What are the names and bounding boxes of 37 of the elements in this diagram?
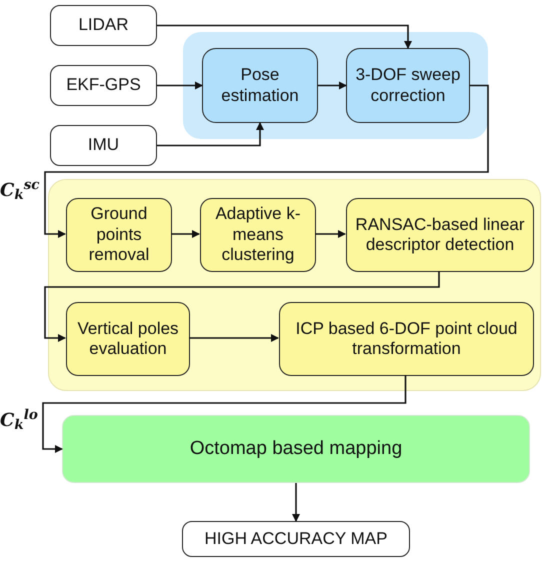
node-label: EKF-GPS [65, 75, 142, 96]
arrow [315, 230, 346, 238]
process-box [279, 302, 534, 376]
node-label: Adaptive k-means clustering [214, 204, 302, 266]
process-box [202, 48, 318, 123]
process-box [346, 198, 534, 272]
process-box [200, 198, 316, 272]
arrow [44, 84, 489, 238]
input-box [50, 125, 157, 166]
node-label: 3-DOF sweep correction [354, 65, 462, 106]
node-label: ICP based 6-DOF point cloud transformation [294, 318, 518, 360]
process-box [346, 48, 470, 123]
arrow [171, 230, 200, 238]
node-label: HIGH ACCURACY MAP [204, 528, 388, 550]
process-box [66, 198, 172, 272]
arrow [157, 122, 264, 146]
group-panel [48, 179, 541, 391]
input-box [50, 65, 157, 106]
node-label: RANSAC-based linear descriptor detection [354, 214, 526, 256]
output-box [182, 521, 410, 557]
node-label: Pose estimation [220, 65, 300, 106]
node-label: Octomap based mapping [188, 438, 404, 460]
group-panel [183, 32, 488, 139]
arrow [157, 82, 203, 90]
process-box [66, 302, 190, 376]
arrow [42, 375, 406, 453]
arrow [318, 82, 347, 90]
arrow [157, 24, 412, 49]
arrow [189, 334, 279, 342]
node-label: IMU [86, 135, 120, 156]
arrow [44, 271, 440, 342]
input-box [50, 5, 157, 46]
node-label: Vertical poles evaluation [76, 318, 180, 360]
node-label: LIDAR [77, 15, 130, 36]
node-label: Ground points removal [88, 204, 150, 266]
process-box [62, 415, 530, 483]
arrow [292, 483, 300, 522]
